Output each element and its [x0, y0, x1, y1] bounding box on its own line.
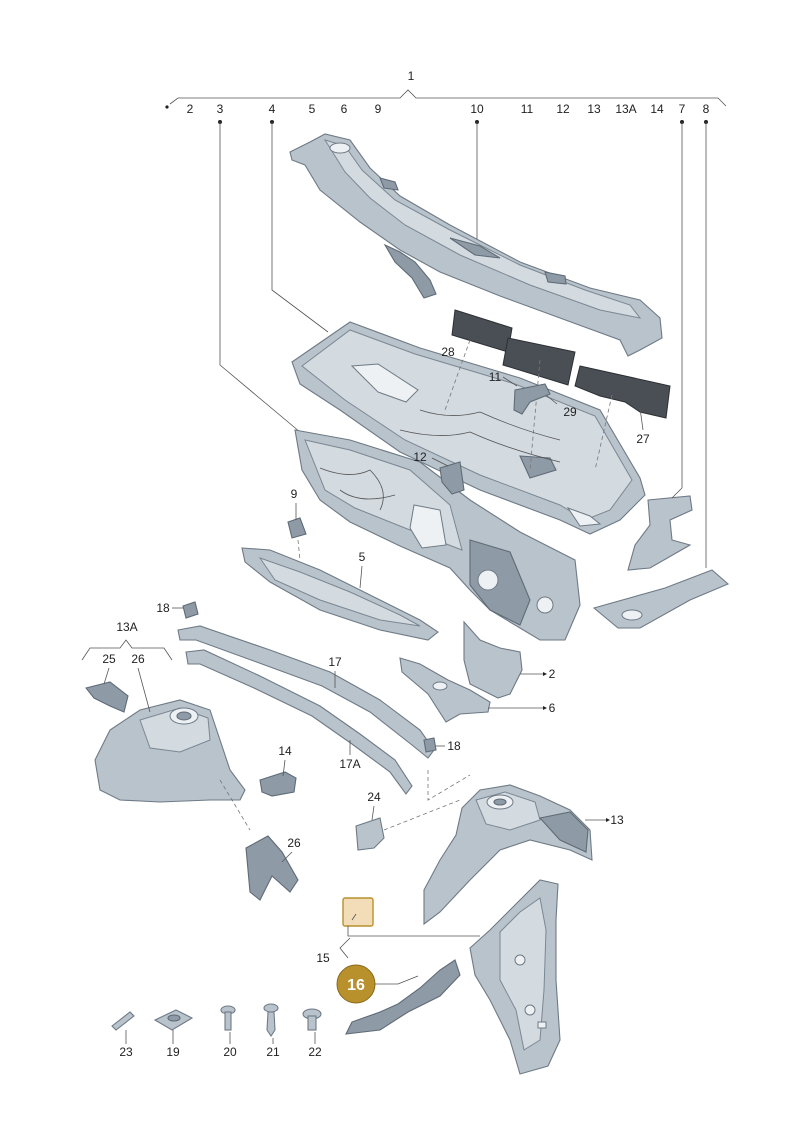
- callout-11: 11: [521, 102, 534, 116]
- label-19: 19: [166, 1045, 180, 1059]
- label-18-lower: 18: [447, 739, 461, 753]
- part-24-bracket: [355, 817, 385, 851]
- label-15: 15: [316, 951, 330, 965]
- callout-7: 7: [679, 102, 686, 116]
- label-27: 27: [636, 432, 650, 446]
- label-26-upper: 26: [131, 652, 145, 666]
- part-23-clip: [111, 1011, 135, 1031]
- label-23: 23: [119, 1045, 133, 1059]
- callout-13a: 13A: [615, 102, 636, 116]
- callout-5: 5: [309, 102, 316, 116]
- leader-18-dash: [427, 770, 471, 801]
- leader-27b: [639, 407, 644, 431]
- part-9-bracket: [287, 517, 307, 539]
- part-17-rail: [177, 625, 435, 759]
- leader-14: [282, 759, 286, 777]
- callout-4: 4: [269, 102, 276, 116]
- leader-26-lower: [281, 851, 293, 863]
- leader-26-dash: [219, 779, 251, 831]
- part-15-highlight-box: [342, 897, 374, 927]
- leader-27: [594, 394, 613, 471]
- label-24: 24: [367, 790, 381, 804]
- leader-24: [371, 805, 375, 821]
- part-18-nut-upper: [182, 601, 199, 619]
- part-5-cross-member: [241, 547, 439, 641]
- part-18-nut-lower: [423, 737, 437, 753]
- part-21-screw: [263, 1003, 279, 1037]
- part-4-water-drain-panel: [291, 321, 646, 535]
- label-17a: 17A: [339, 757, 360, 771]
- bracket-15: [339, 937, 351, 959]
- label-11: 11: [489, 370, 502, 384]
- callout-16-badge: 16: [336, 964, 376, 1004]
- part-20-bolt: [220, 1005, 236, 1031]
- part-11-bracket: [502, 376, 551, 415]
- part-6-bracket: [399, 657, 491, 723]
- callout-9: 9: [375, 102, 382, 116]
- callout-3: 3: [217, 102, 224, 116]
- leader-28: [444, 339, 471, 411]
- part-19-nut-plate: [153, 1009, 194, 1031]
- label-17: 17: [328, 655, 342, 669]
- label-25: 25: [102, 652, 116, 666]
- part-26-bracket-lower: [245, 835, 299, 901]
- part-7-side-plate: [627, 487, 693, 571]
- group-1-bracket: [165, 89, 727, 109]
- label-20: 20: [223, 1045, 237, 1059]
- leader-15: [347, 926, 480, 937]
- part-3-bulkhead: [294, 429, 581, 641]
- part-22-rivet: [302, 1008, 322, 1031]
- leader-24-dash: [383, 799, 461, 831]
- leader-12: [431, 457, 449, 467]
- bottom-leaders: [125, 1030, 316, 1044]
- label-13: 13: [610, 813, 624, 827]
- part-8-side-plate: [592, 569, 730, 629]
- callout-12: 12: [556, 102, 570, 116]
- part-29-damping-pad: [502, 337, 576, 386]
- part-28-damping-pad: [451, 309, 513, 353]
- part-a-pillar-panel: [469, 879, 561, 1075]
- label-2: 2: [549, 667, 556, 681]
- leader-9b: [297, 539, 301, 561]
- label-26-lower: 26: [287, 836, 301, 850]
- leader-5: [359, 565, 363, 589]
- part-14-bracket: [259, 771, 297, 797]
- part-2-panel: [463, 620, 523, 699]
- label-12: 12: [413, 450, 427, 464]
- leader-16: [368, 975, 419, 985]
- part-13-strut-tower: [423, 784, 593, 926]
- leader-29: [529, 359, 541, 471]
- part-10-plenum-panel: [289, 133, 663, 357]
- part-25-bracket: [85, 667, 129, 713]
- bracket-13a: [81, 639, 173, 661]
- callout-8: 8: [703, 102, 710, 116]
- label-14: 14: [278, 744, 292, 758]
- label-22: 22: [308, 1045, 322, 1059]
- label-16: 16: [347, 977, 365, 994]
- label-9: 9: [291, 487, 298, 501]
- part-27-damping-pad: [574, 365, 671, 419]
- callout-1: 1: [408, 69, 415, 83]
- callout-2: 2: [187, 102, 194, 116]
- part-17a-rail: [185, 649, 413, 795]
- label-5: 5: [359, 550, 366, 564]
- callout-14: 14: [650, 102, 664, 116]
- label-29: 29: [563, 405, 577, 419]
- label-13a: 13A: [116, 620, 137, 634]
- part-12-bracket: [439, 461, 465, 495]
- label-28: 28: [441, 345, 455, 359]
- label-18-upper: 18: [156, 601, 170, 615]
- part-13a-strut-tower: [94, 667, 246, 803]
- part-16-reinforcement: [345, 959, 461, 1035]
- callout-6: 6: [341, 102, 348, 116]
- label-21: 21: [266, 1045, 280, 1059]
- callout-13: 13: [587, 102, 601, 116]
- top-leaders: [218, 120, 708, 568]
- label-6: 6: [549, 701, 556, 715]
- callout-10: 10: [470, 102, 484, 116]
